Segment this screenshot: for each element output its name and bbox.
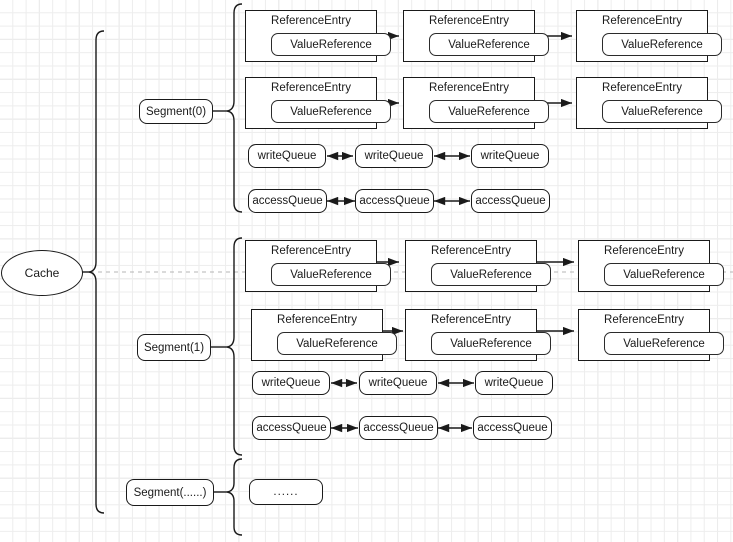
value-reference[interactable]: ValueReference	[604, 332, 724, 355]
access-queue-label: accessQueue	[477, 422, 548, 434]
segment-0-brace	[226, 3, 243, 213]
value-reference[interactable]: ValueReference	[604, 263, 724, 286]
reference-entry-title: ReferenceEntry	[604, 314, 684, 326]
segment-n-brace	[226, 458, 243, 536]
value-reference[interactable]: ValueReference	[602, 33, 722, 56]
reference-entry-title: ReferenceEntry	[429, 82, 509, 94]
reference-entry-title: ReferenceEntry	[602, 82, 682, 94]
segment-label-1[interactable]: Segment(1)	[137, 334, 211, 361]
value-reference-label: ValueReference	[290, 38, 372, 51]
access-queue-label: accessQueue	[252, 195, 323, 207]
reference-entry[interactable]: ReferenceEntry ValueReference	[576, 77, 722, 129]
value-reference[interactable]: ValueReference	[271, 100, 391, 123]
access-queue-label: accessQueue	[363, 422, 434, 434]
value-reference[interactable]: ValueReference	[429, 100, 549, 123]
reference-entry[interactable]: ReferenceEntry ValueReference	[405, 240, 551, 292]
access-queue-label: accessQueue	[475, 195, 546, 207]
access-queue-node[interactable]: accessQueue	[248, 189, 327, 213]
write-queue-label: writeQueue	[261, 377, 321, 389]
reference-entry[interactable]: ReferenceEntry ValueReference	[578, 309, 724, 361]
write-queue-node[interactable]: writeQueue	[475, 371, 553, 395]
value-reference-label: ValueReference	[448, 105, 530, 118]
value-reference[interactable]: ValueReference	[277, 332, 397, 355]
write-queue-node[interactable]: writeQueue	[471, 144, 549, 168]
reference-entry[interactable]: ReferenceEntry ValueReference	[245, 10, 391, 62]
segment-label-0-text: Segment(0)	[145, 105, 207, 118]
reference-entry[interactable]: ReferenceEntry ValueReference	[405, 309, 551, 361]
value-reference[interactable]: ValueReference	[271, 263, 391, 286]
access-queue-node[interactable]: accessQueue	[252, 416, 331, 440]
access-queue-node[interactable]: accessQueue	[355, 189, 434, 213]
segment-label-n-text: Segment(......)	[133, 486, 207, 499]
value-reference[interactable]: ValueReference	[431, 332, 551, 355]
reference-entry[interactable]: ReferenceEntry ValueReference	[251, 309, 397, 361]
segment-ellipsis-box[interactable]: ......	[249, 479, 323, 505]
value-reference-label: ValueReference	[450, 268, 532, 281]
write-queue-node[interactable]: writeQueue	[252, 371, 330, 395]
value-reference[interactable]: ValueReference	[602, 100, 722, 123]
write-queue-label: writeQueue	[257, 150, 317, 162]
value-reference-label: ValueReference	[448, 38, 530, 51]
reference-entry-title: ReferenceEntry	[431, 245, 511, 257]
write-queue-label: writeQueue	[368, 377, 428, 389]
reference-entry-title: ReferenceEntry	[271, 82, 351, 94]
cache-node-label: Cache	[24, 266, 60, 280]
write-queue-node[interactable]: writeQueue	[355, 144, 433, 168]
reference-entry[interactable]: ReferenceEntry ValueReference	[403, 10, 549, 62]
value-reference-label: ValueReference	[621, 38, 703, 51]
cache-brace	[88, 30, 105, 514]
value-reference[interactable]: ValueReference	[271, 33, 391, 56]
reference-entry[interactable]: ReferenceEntry ValueReference	[245, 240, 391, 292]
value-reference-label: ValueReference	[621, 105, 703, 118]
value-reference-label: ValueReference	[450, 337, 532, 350]
value-reference-label: ValueReference	[296, 337, 378, 350]
value-reference-label: ValueReference	[623, 337, 705, 350]
access-queue-node[interactable]: accessQueue	[473, 416, 552, 440]
value-reference-label: ValueReference	[623, 268, 705, 281]
reference-entry-title: ReferenceEntry	[604, 245, 684, 257]
value-reference[interactable]: ValueReference	[431, 263, 551, 286]
value-reference-label: ValueReference	[290, 105, 372, 118]
write-queue-node[interactable]: writeQueue	[248, 144, 326, 168]
access-queue-node[interactable]: accessQueue	[471, 189, 550, 213]
cache-node[interactable]: Cache	[1, 250, 83, 296]
reference-entry[interactable]: ReferenceEntry ValueReference	[576, 10, 722, 62]
reference-entry-title: ReferenceEntry	[431, 314, 511, 326]
reference-entry[interactable]: ReferenceEntry ValueReference	[403, 77, 549, 129]
reference-entry-title: ReferenceEntry	[277, 314, 357, 326]
access-queue-label: accessQueue	[359, 195, 430, 207]
reference-entry-title: ReferenceEntry	[429, 15, 509, 27]
value-reference-label: ValueReference	[290, 268, 372, 281]
write-queue-label: writeQueue	[484, 377, 544, 389]
segment-1-brace	[226, 237, 243, 456]
segment-label-n[interactable]: Segment(......)	[126, 479, 214, 506]
reference-entry[interactable]: ReferenceEntry ValueReference	[245, 77, 391, 129]
write-queue-label: writeQueue	[364, 150, 424, 162]
write-queue-node[interactable]: writeQueue	[359, 371, 437, 395]
access-queue-label: accessQueue	[256, 422, 327, 434]
write-queue-label: writeQueue	[480, 150, 540, 162]
value-reference[interactable]: ValueReference	[429, 33, 549, 56]
segment-ellipsis-label: ......	[273, 486, 299, 498]
reference-entry[interactable]: ReferenceEntry ValueReference	[578, 240, 724, 292]
segment-label-0[interactable]: Segment(0)	[139, 99, 213, 124]
access-queue-node[interactable]: accessQueue	[359, 416, 438, 440]
segment-label-1-text: Segment(1)	[143, 341, 205, 354]
reference-entry-title: ReferenceEntry	[271, 15, 351, 27]
reference-entry-title: ReferenceEntry	[271, 245, 351, 257]
reference-entry-title: ReferenceEntry	[602, 15, 682, 27]
